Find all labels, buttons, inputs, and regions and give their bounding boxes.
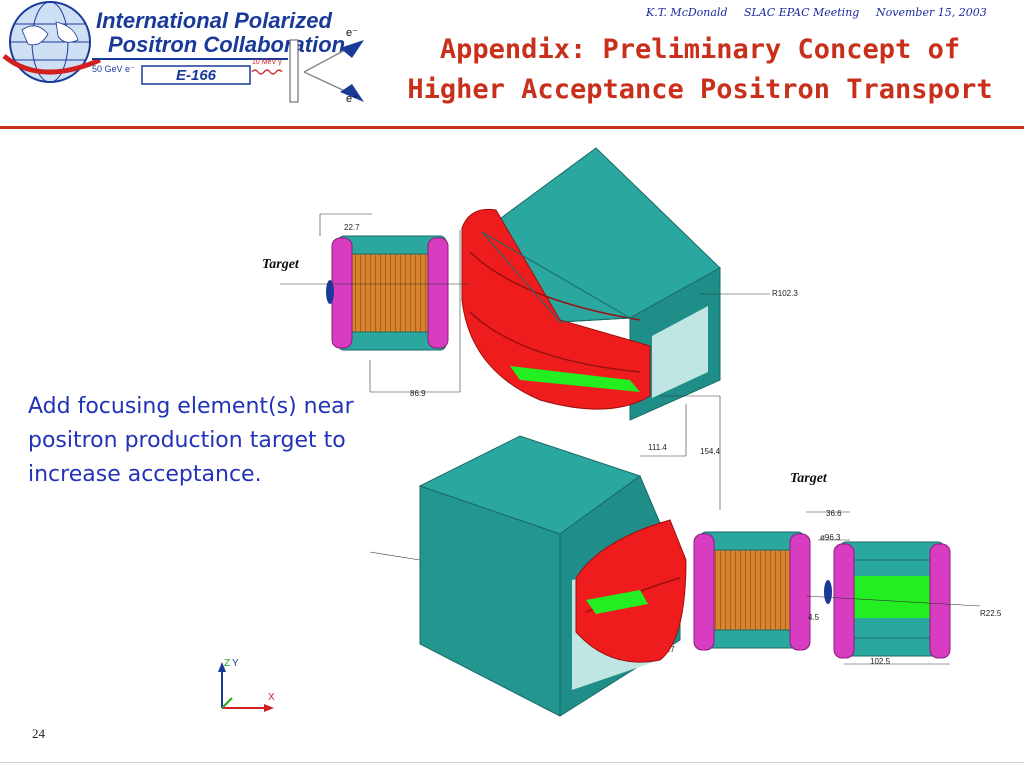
upper-solenoid [280,235,470,351]
positron-label: e⁺ [346,93,358,105]
axis-y-label: Y [232,658,239,669]
dim-label-7: .7 [668,645,675,654]
electron-label: e⁻ [346,27,358,39]
lower-target-marker [824,580,832,604]
experiment-label: E-166 [176,67,217,84]
logo-org-line2: Positron Collaboration [108,32,345,57]
page-number: 24 [32,726,45,741]
author: K.T. McDonald [646,6,728,19]
dim-label-22-7: 22.7 [344,223,360,232]
lower-solenoid-1 [693,531,811,651]
slide-title: Appendix: Preliminary Concept of Higher … [380,30,1020,110]
logo-org-line1: International Polarized [96,8,332,33]
dim-label-154-4: 154.4 [700,447,721,456]
upper-dipole-magnet [461,147,721,421]
dim-label-96-3: ø96.3 [820,533,841,542]
footer-rule [0,762,1024,763]
meeting-date: November 15, 2003 [876,6,987,19]
meeting-name: SLAC EPAC Meeting [744,6,860,19]
target-label-top: Target [262,257,300,272]
photon-energy-label: 10 MeV γ [252,59,282,66]
dim-label-86-9: 86.9 [410,389,426,398]
axis-x-label: X [268,692,275,703]
body-text: Add focusing element(s) near positron pr… [28,394,354,487]
collaboration-logo: International Polarized Positron Collabo… [2,1,364,105]
dim-label-102-5: 102.5 [870,657,891,666]
lower-solenoid-2 [833,541,951,659]
axis-triad-icon: Z Y X [218,658,275,712]
target-label-bottom: Target [790,471,828,486]
axis-z-label: Z [224,658,230,669]
globe-icon [2,1,101,83]
title-line-1: Appendix: Preliminary Concept of [439,34,961,65]
dim-label-r22-5: R22.5 [980,609,1002,618]
dim-label-111-4: 111.4 [648,443,667,452]
slide-header: International Polarized Positron Collabo… [0,0,1024,128]
dimension-lines [319,213,950,665]
dim-label-r102-3: R102.3 [772,289,798,298]
title-line-2: Higher Acceptance Positron Transport [407,74,993,105]
title-rule [0,126,1024,129]
lower-dipole-magnet [418,435,687,717]
dim-label-36-6: 36.6 [826,509,842,518]
beam-energy-label: 50 GeV e⁻ [92,64,135,74]
dim-label-4-5: 4.5 [808,613,820,622]
